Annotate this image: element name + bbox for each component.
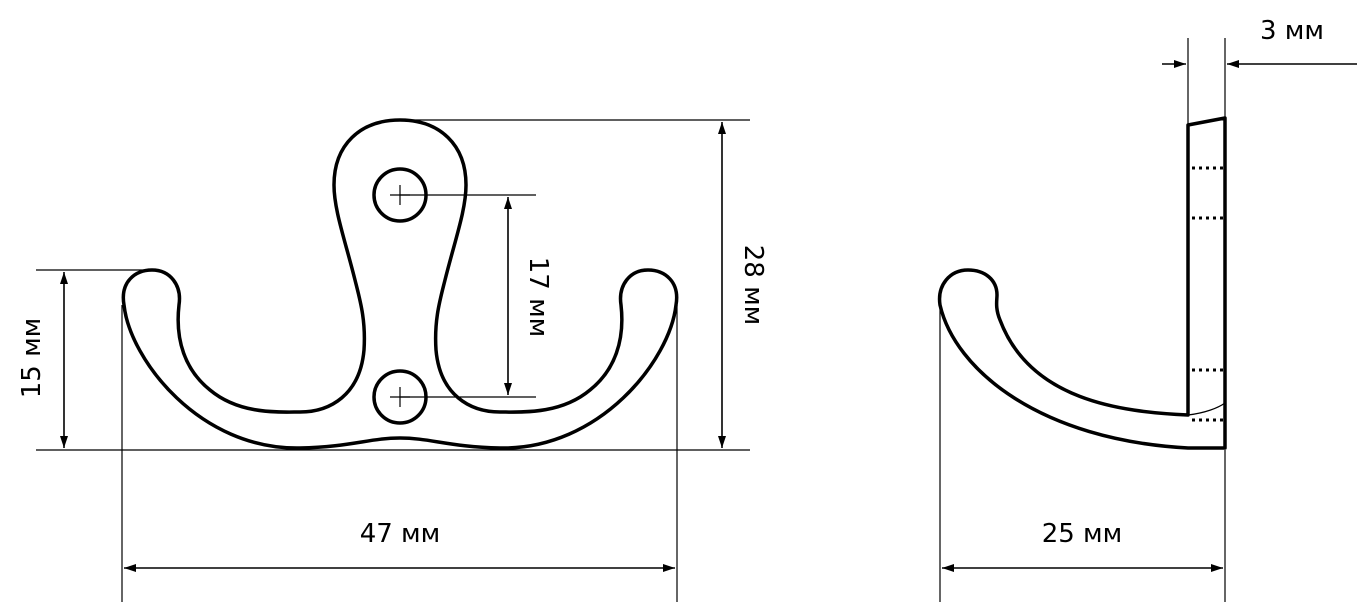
side-dimensions: 25 мм 3 мм bbox=[939, 16, 1357, 602]
dim-3mm: 3 мм bbox=[1260, 16, 1324, 46]
dim-47mm: 47 мм bbox=[360, 519, 441, 549]
side-view bbox=[937, 116, 1227, 450]
side-hook-outline bbox=[937, 116, 1227, 450]
front-view bbox=[121, 118, 679, 450]
front-hook-outline bbox=[121, 118, 679, 450]
front-dimensions: 15 мм 17 мм 28 мм 47 мм bbox=[17, 119, 768, 602]
dim-25mm: 25 мм bbox=[1042, 519, 1123, 549]
dim-17mm: 17 мм bbox=[523, 257, 553, 338]
dim-15mm: 15 мм bbox=[17, 318, 47, 399]
dim-28mm: 28 мм bbox=[738, 245, 768, 326]
